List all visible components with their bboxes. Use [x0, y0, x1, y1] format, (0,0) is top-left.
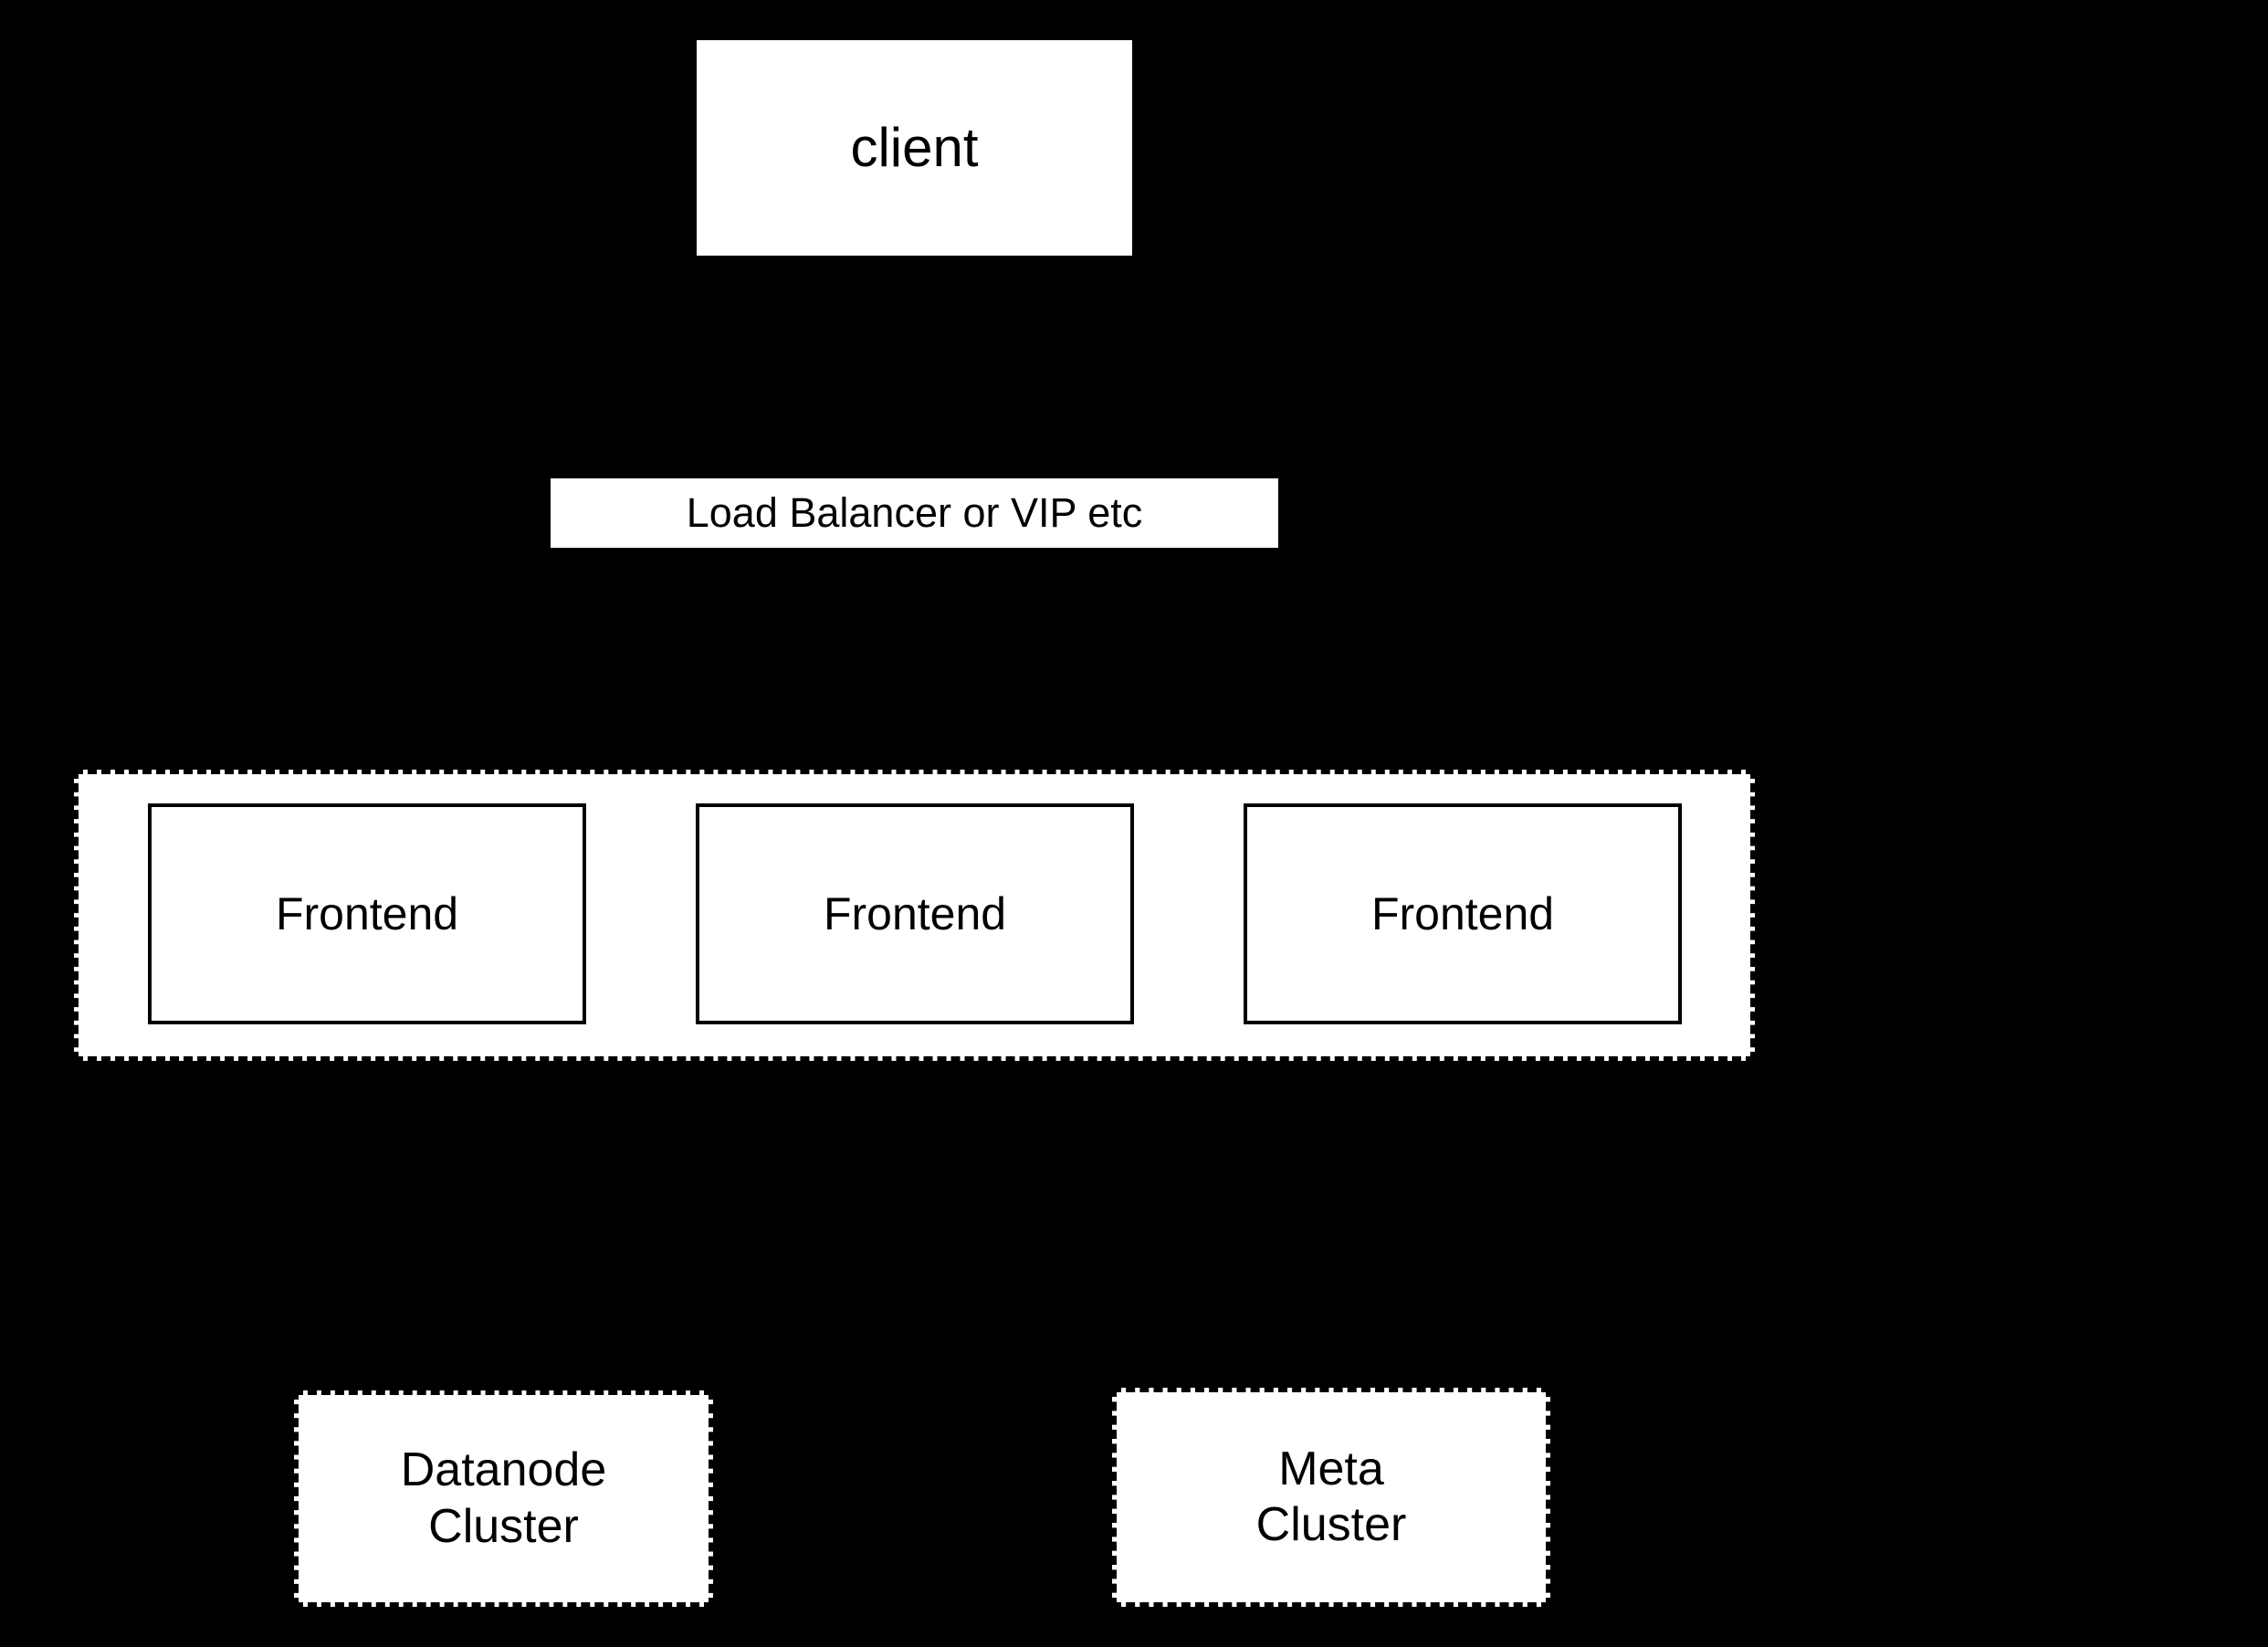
client-node: client: [697, 40, 1132, 256]
frontend-node: Frontend: [696, 803, 1134, 1024]
load-balancer-node: Load Balancer or VIP etc: [551, 478, 1278, 548]
frontend-node: Frontend: [1244, 803, 1682, 1024]
frontend-node: Frontend: [148, 803, 586, 1024]
datanode-cluster-node: Datanode Cluster: [294, 1390, 713, 1607]
meta-cluster-node: Meta Cluster: [1112, 1388, 1550, 1607]
